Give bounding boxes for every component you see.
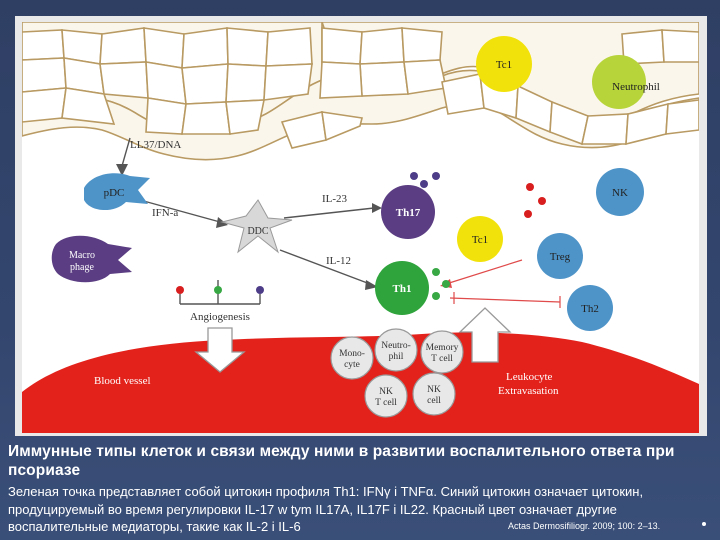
leukocyte-label-2: Extravasation	[498, 385, 559, 397]
cytokine-dot-green	[442, 280, 450, 288]
memory-tcell-label-2: T cell	[431, 354, 453, 364]
leukocyte-cluster	[330, 328, 464, 418]
cytokine-dot-purple	[256, 286, 264, 294]
pathway-lines	[116, 137, 382, 305]
neutrophil-label: Neutrophil	[612, 81, 660, 93]
il23-label: IL-23	[322, 193, 348, 205]
cell-macrophage: Macro phage	[51, 235, 132, 283]
cell-th2: Th2	[567, 285, 613, 331]
angiogenesis-arrow	[194, 327, 246, 373]
tc1-top-label: Tc1	[496, 59, 512, 71]
cell-treg: Treg	[537, 233, 583, 279]
monocyte-label-2: cyte	[344, 360, 360, 370]
cytokine-dot-red	[176, 286, 184, 294]
caption-body: Зеленая точка представляет собой цитокин…	[8, 484, 644, 534]
cell-neutrophil: Neutrophil	[592, 55, 660, 109]
cytokine-dot-purple	[410, 172, 418, 180]
figure-panel: Tc1 Neutrophil NK Th17 Tc1 Treg Th1 Th2 …	[22, 22, 699, 433]
cytokine-dot-green	[432, 268, 440, 276]
il12-label: IL-12	[326, 255, 351, 267]
macrophage-label-1: Macro	[69, 250, 95, 261]
cell-th17: Th17	[381, 185, 435, 239]
treg-label: Treg	[550, 251, 571, 263]
extravasation-arrow	[458, 307, 512, 363]
psoriasis-immune-diagram: Tc1 Neutrophil NK Th17 Tc1 Treg Th1 Th2 …	[22, 22, 699, 433]
cytokine-dot-green	[432, 292, 440, 300]
nkt-label-1: NK	[379, 387, 393, 397]
nkt-label-2: T cell	[375, 398, 397, 408]
caption-title: Иммунные типы клеток и связи между ними …	[8, 443, 675, 479]
th17-label: Th17	[396, 207, 421, 219]
cytokine-dot-purple	[432, 172, 440, 180]
cell-nk: NK	[596, 168, 644, 216]
cell-tc1-top: Tc1	[476, 36, 532, 92]
neutrophil-small-label-1: Neutro-	[381, 341, 411, 351]
cytokine-dot-red	[538, 197, 546, 205]
nk-label: NK	[612, 187, 628, 199]
leukocyte-label-1: Leukocyte	[506, 371, 553, 383]
cytokine-dot-red	[524, 210, 532, 218]
cytokine-dot-red	[526, 183, 534, 191]
cell-ddc: DDC	[220, 199, 293, 254]
caption-reference: Actas Dermosifiliogr. 2009; 100: 2–13.	[508, 521, 661, 531]
ifn-label: IFN-a	[152, 207, 178, 219]
pdc-label: pDC	[104, 187, 125, 199]
bullet-dot	[702, 522, 706, 526]
th1-label: Th1	[393, 283, 412, 295]
ddc-label: DDC	[247, 226, 268, 237]
neutrophil-small-label-2: phil	[389, 352, 404, 362]
memory-tcell-label-1: Memory	[426, 343, 459, 353]
cell-th1: Th1	[375, 261, 429, 315]
cytokine-dot-green	[214, 286, 222, 294]
caption: Иммунные типы клеток и связи между ними …	[8, 442, 712, 536]
ll37-label: LL37/DNA	[130, 139, 181, 151]
cell-pdc: pDC	[84, 173, 150, 211]
cell-tc1-mid: Tc1	[457, 216, 503, 262]
macrophage-label-2: phage	[70, 262, 94, 273]
cytokine-dot-purple	[420, 180, 428, 188]
nkcell-label-2: cell	[427, 396, 441, 406]
blood-vessel-shape	[22, 332, 699, 433]
nkcell-label-1: NK	[427, 385, 441, 395]
blood-vessel-label: Blood vessel	[94, 375, 151, 387]
angiogenesis-label: Angiogenesis	[190, 311, 250, 323]
th2-label: Th2	[581, 303, 599, 315]
monocyte-label-1: Mono-	[339, 349, 365, 359]
tc1-mid-label: Tc1	[472, 234, 488, 246]
